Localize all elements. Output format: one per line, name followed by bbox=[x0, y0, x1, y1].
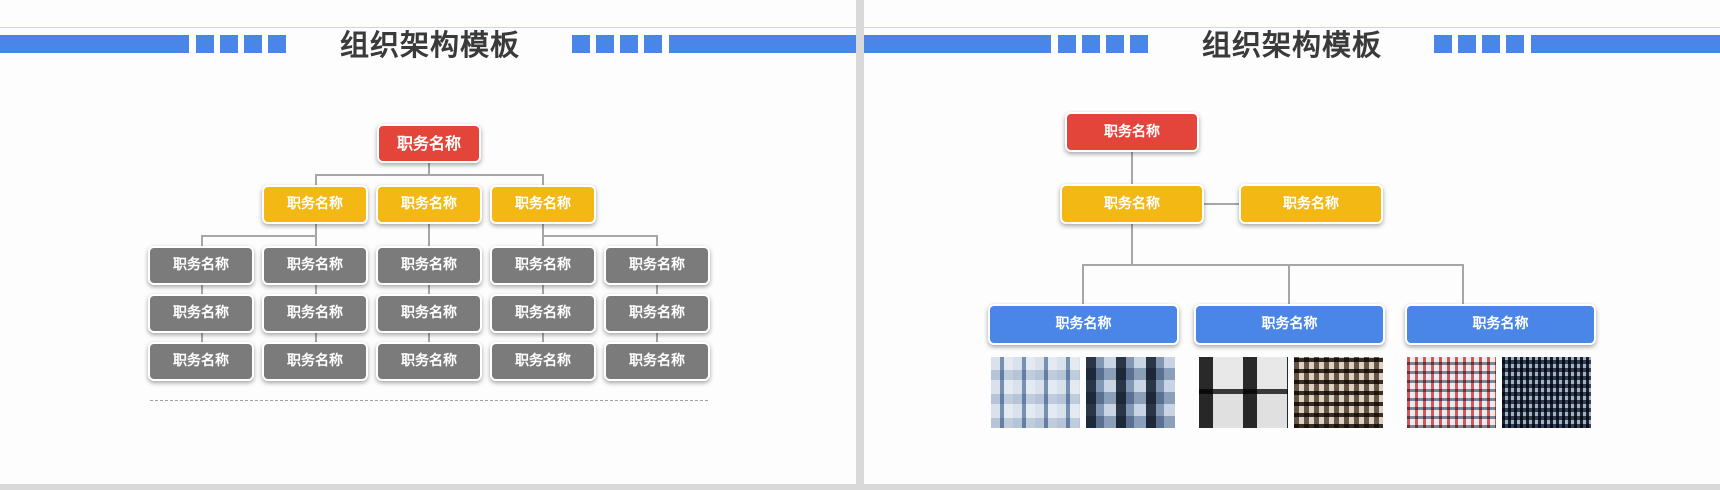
position-box-level3: 职务名称 bbox=[490, 246, 596, 285]
connector bbox=[428, 161, 430, 175]
header-square bbox=[1058, 35, 1076, 53]
connector bbox=[315, 174, 544, 176]
header-square bbox=[1434, 35, 1452, 53]
header-square bbox=[1458, 35, 1476, 53]
team-photo bbox=[1407, 357, 1496, 428]
team-photo bbox=[991, 357, 1080, 428]
header-square bbox=[620, 35, 638, 53]
header-square bbox=[596, 35, 614, 53]
position-box-level2: 职务名称 bbox=[1060, 184, 1204, 224]
header-bar-right bbox=[669, 35, 856, 53]
header-bar-right bbox=[1531, 35, 1720, 53]
position-box-level3: 职务名称 bbox=[376, 246, 482, 285]
header-square bbox=[220, 35, 238, 53]
position-box-level4: 职务名称 bbox=[148, 294, 254, 333]
position-box-level5: 职务名称 bbox=[490, 342, 596, 381]
position-box-level4: 职务名称 bbox=[376, 294, 482, 333]
header-square bbox=[1106, 35, 1124, 53]
team-photo bbox=[1086, 357, 1175, 428]
position-box-level2: 职务名称 bbox=[262, 185, 368, 224]
connector bbox=[1131, 221, 1133, 265]
team-photo bbox=[1502, 357, 1591, 428]
header-square bbox=[572, 35, 590, 53]
position-box-level2: 职务名称 bbox=[376, 185, 482, 224]
header-bar-left bbox=[864, 35, 1051, 53]
top-position-box: 职务名称 bbox=[1065, 112, 1199, 152]
header-square bbox=[644, 35, 662, 53]
position-box-level5: 职务名称 bbox=[604, 342, 710, 381]
header-square bbox=[1506, 35, 1524, 53]
header-square bbox=[244, 35, 262, 53]
position-box-level4: 职务名称 bbox=[490, 294, 596, 333]
position-box-level3: 职务名称 bbox=[262, 246, 368, 285]
connector bbox=[542, 235, 658, 237]
position-box-level4: 职务名称 bbox=[604, 294, 710, 333]
position-box-level2: 职务名称 bbox=[1239, 184, 1383, 224]
connector bbox=[1082, 264, 1084, 306]
connector bbox=[1131, 149, 1133, 187]
header-square bbox=[1482, 35, 1500, 53]
team-photo bbox=[1294, 357, 1383, 428]
position-box-level5: 职务名称 bbox=[376, 342, 482, 381]
header-square bbox=[1082, 35, 1100, 53]
connector bbox=[1288, 264, 1290, 306]
slide-title: 组织架构模板 bbox=[1152, 20, 1432, 70]
position-box-level2: 职务名称 bbox=[490, 185, 596, 224]
position-box-level3: 职务名称 bbox=[604, 246, 710, 285]
slide-left: 组织架构模板 职务名称 职务名称 职务名称 职务名称 职务名称 职务名称 职务名… bbox=[0, 0, 856, 484]
header-square bbox=[1130, 35, 1148, 53]
position-box-level5: 职务名称 bbox=[148, 342, 254, 381]
position-box-level4: 职务名称 bbox=[262, 294, 368, 333]
position-box-level3: 职务名称 bbox=[148, 246, 254, 285]
connector bbox=[201, 235, 317, 237]
connector bbox=[428, 222, 430, 249]
header-square bbox=[196, 35, 214, 53]
dashed-divider bbox=[150, 400, 708, 401]
connector bbox=[1462, 264, 1464, 306]
position-box-level3: 职务名称 bbox=[1194, 304, 1385, 345]
top-position-box: 职务名称 bbox=[377, 124, 481, 163]
header-bar-left bbox=[0, 35, 189, 53]
position-box-level3: 职务名称 bbox=[988, 304, 1179, 345]
header-square bbox=[268, 35, 286, 53]
slide-title: 组织架构模板 bbox=[290, 20, 570, 70]
position-box-level3: 职务名称 bbox=[1405, 304, 1596, 345]
slide-right: 组织架构模板 职务名称 职务名称 职务名称 职务名称 职务名称 职务名称 bbox=[864, 0, 1720, 484]
team-photo bbox=[1199, 357, 1288, 428]
connector bbox=[1082, 264, 1464, 266]
position-box-level5: 职务名称 bbox=[262, 342, 368, 381]
